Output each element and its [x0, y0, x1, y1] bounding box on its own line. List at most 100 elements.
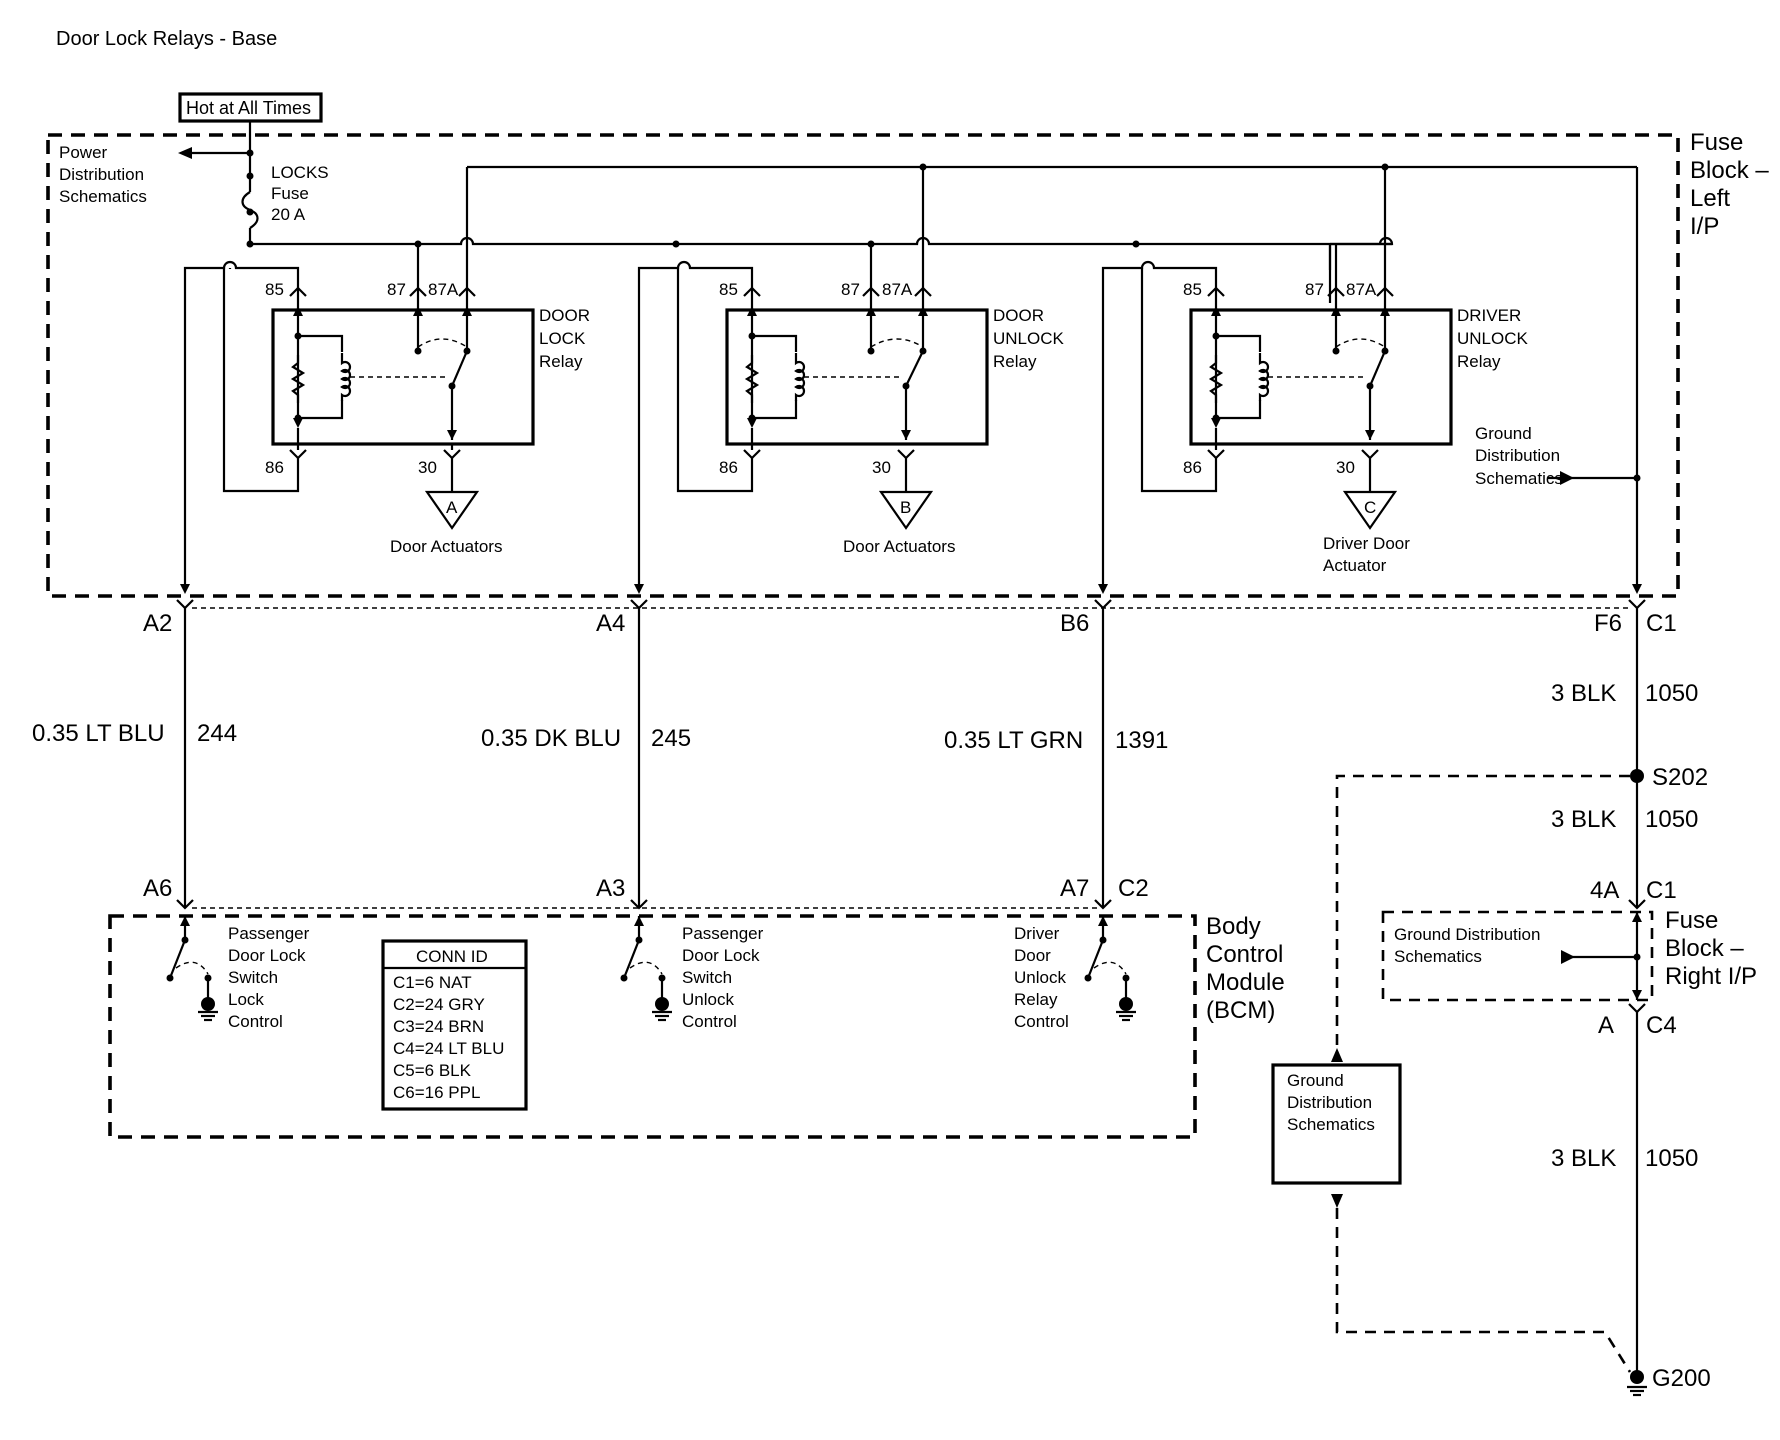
ground-g200-label: G200: [1652, 1365, 1711, 1392]
diagram-title: Door Lock Relays - Base: [56, 28, 277, 50]
power-dist-line2: Distribution: [59, 165, 144, 184]
power-arrow-icon: [178, 147, 192, 159]
ground-wire3-color: 3 BLK: [1551, 1145, 1616, 1172]
relay3-pin85: 85: [1183, 280, 1202, 299]
relay2-pin85: 85: [719, 280, 738, 299]
relay3-output-label2: Actuator: [1323, 556, 1387, 575]
bcm-border: [108, 914, 1197, 1139]
ground-wire1-circuit: 1050: [1645, 680, 1698, 707]
conn-c1-top: C1: [1646, 610, 1677, 637]
conn-id-row6: C6=16 PPL: [393, 1083, 480, 1102]
conn-id-box: [381, 939, 528, 1111]
conn-a-right: A: [1598, 1012, 1614, 1039]
bcm-line3: Module: [1206, 969, 1285, 996]
ground-dist-box-line2: Distribution: [1287, 1093, 1372, 1112]
relay2-name3: Relay: [993, 352, 1037, 371]
ground-wire1-color: 3 BLK: [1551, 680, 1616, 707]
sw3-line1: Driver: [1014, 924, 1060, 943]
fuse-block-right-line2: Block –: [1665, 935, 1744, 962]
fuse-name: LOCKS: [271, 163, 329, 182]
relay2-output-id: B: [900, 498, 911, 517]
sw1-line1: Passenger: [228, 924, 310, 943]
ground-wire2-color: 3 BLK: [1551, 806, 1616, 833]
ground-dist-upper-line2: Distribution: [1475, 446, 1560, 465]
sw1-line5: Control: [228, 1012, 283, 1031]
splice-s202: [1630, 769, 1644, 783]
relay1-name3: Relay: [539, 352, 583, 371]
relay2-pin86: 86: [719, 458, 738, 477]
relay2-name1: DOOR: [993, 306, 1044, 325]
bcm-line1: Body: [1206, 913, 1261, 940]
fuse-type: Fuse: [271, 184, 309, 203]
driver-unlock-relay: [1101, 167, 1453, 590]
relay2-output-label: Door Actuators: [843, 537, 955, 556]
conn-id-title: CONN ID: [416, 947, 488, 966]
fuse-block-right-line1: Fuse: [1665, 907, 1718, 934]
conn-a2: A2: [143, 610, 172, 637]
conn-c2: C2: [1118, 875, 1149, 902]
fuse-block-left-border: [46, 133, 1680, 598]
relay2-pin87a: 87A: [882, 280, 913, 299]
door-lock-relay: [183, 167, 535, 590]
ground-g200: [1630, 1370, 1644, 1384]
conn-a6: A6: [143, 875, 172, 902]
sw2-line3: Switch: [682, 968, 732, 987]
relay1-name1: DOOR: [539, 306, 590, 325]
ground-dist-arrow-icon: [1560, 471, 1574, 485]
conn-c4: C4: [1646, 1012, 1677, 1039]
ground-dist-box-line1: Ground: [1287, 1071, 1344, 1090]
wire1-circuit: 244: [197, 720, 237, 747]
fuse-block-left-line2: Block –: [1690, 157, 1769, 184]
ground-dist-box: [1271, 1063, 1402, 1185]
conn-id-row3: C3=24 BRN: [393, 1017, 484, 1036]
sw2-line5: Control: [682, 1012, 737, 1031]
relay2-pin87: 87: [841, 280, 860, 299]
bcm-line4: (BCM): [1206, 997, 1275, 1024]
conn-c1-right: C1: [1646, 877, 1677, 904]
conn-id-row1: C1=6 NAT: [393, 973, 472, 992]
sw1-line3: Switch: [228, 968, 278, 987]
conn-a3: A3: [596, 875, 625, 902]
conn-4a: 4A: [1590, 877, 1619, 904]
fuse-block-right-border: [1381, 910, 1654, 1002]
sw3-line5: Control: [1014, 1012, 1069, 1031]
sw1-line2: Door Lock: [228, 946, 306, 965]
switch-driver-unlock: [1084, 916, 1136, 1022]
sw2-line4: Unlock: [682, 990, 734, 1009]
conn-a7: A7: [1060, 875, 1089, 902]
splice-label: S202: [1652, 764, 1708, 791]
ground-dist-box-line3: Schematics: [1287, 1115, 1375, 1134]
relay3-output-id: C: [1364, 498, 1376, 517]
wire2-color: 0.35 DK BLU: [481, 725, 621, 752]
sw3-line3: Unlock: [1014, 968, 1066, 987]
conn-id-row2: C2=24 GRY: [393, 995, 485, 1014]
sw3-line2: Door: [1014, 946, 1051, 965]
sw1-line4: Lock: [228, 990, 264, 1009]
fused-bus: [250, 236, 1394, 270]
switch-passenger-lock: [166, 916, 218, 1022]
relay1-output-id: A: [446, 498, 458, 517]
fuse-block-left-line4: I/P: [1690, 213, 1719, 240]
wire3-color: 0.35 LT GRN: [944, 727, 1083, 754]
relay1-pin86: 86: [265, 458, 284, 477]
fuse-block-right-line3: Right I/P: [1665, 963, 1757, 990]
conn-a4: A4: [596, 610, 625, 637]
fuse-block-left-line3: Left: [1690, 185, 1730, 212]
wire3-circuit: 1391: [1115, 727, 1168, 754]
relay3-name2: UNLOCK: [1457, 329, 1529, 348]
relay3-pin86: 86: [1183, 458, 1202, 477]
relay1-pin85: 85: [265, 280, 284, 299]
relay3-pin30: 30: [1336, 458, 1355, 477]
relay3-pin87: 87: [1305, 280, 1324, 299]
wire2-circuit: 245: [651, 725, 691, 752]
conn-id-row5: C5=6 BLK: [393, 1061, 472, 1080]
relay1-name2: LOCK: [539, 329, 586, 348]
power-dist-line3: Schematics: [59, 187, 147, 206]
relay3-output-label1: Driver Door: [1323, 534, 1410, 553]
relay3-name1: DRIVER: [1457, 306, 1521, 325]
fuse-block-left-line1: Fuse: [1690, 129, 1743, 156]
ground-dist-right-line1: Ground Distribution: [1394, 925, 1540, 944]
conn-id-row4: C4=24 LT BLU: [393, 1039, 504, 1058]
sw2-line2: Door Lock: [682, 946, 760, 965]
